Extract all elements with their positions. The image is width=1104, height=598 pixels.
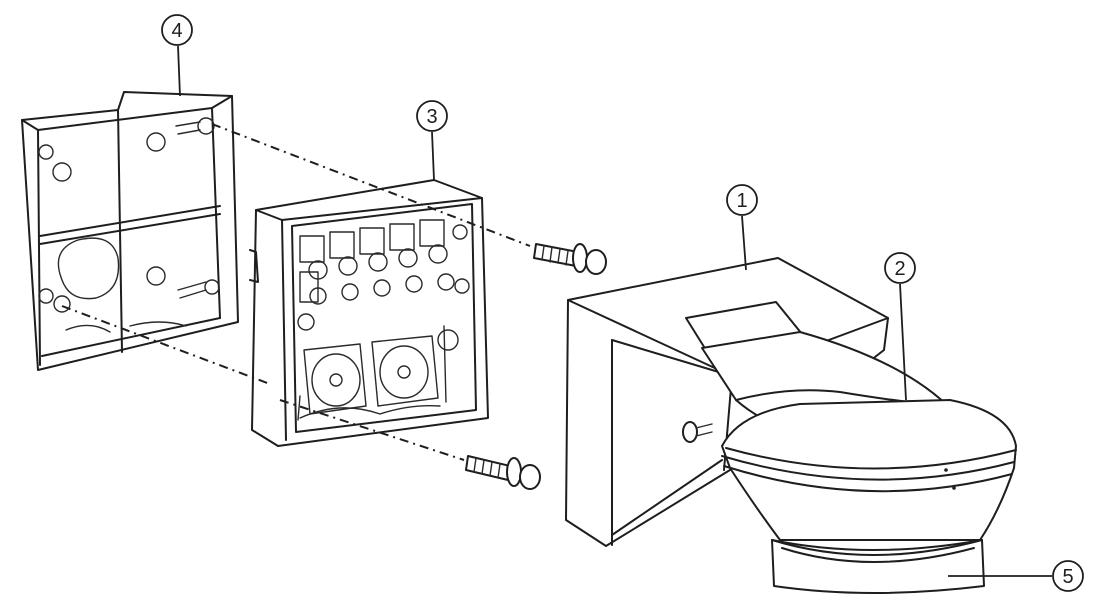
screw-lower [465, 455, 541, 490]
callout-label: 2 [894, 258, 905, 280]
sensor-head-body [721, 399, 1017, 541]
leader-lines [177, 45, 1052, 577]
callout-label: 5 [1062, 566, 1073, 588]
callout-4: 4 [161, 14, 193, 46]
assembly-dashed-lines [61, 123, 531, 461]
screw-upper [533, 243, 607, 275]
callout-3: 3 [416, 100, 448, 132]
callout-1: 1 [726, 184, 758, 216]
callout-label: 3 [426, 106, 437, 128]
callout-5: 5 [1052, 560, 1084, 592]
callout-label: 4 [171, 20, 182, 42]
callout-label: 1 [736, 190, 747, 212]
callout-2: 2 [884, 252, 916, 284]
part-4-corner-bracket [21, 91, 239, 371]
part-5-lens-ring [771, 539, 985, 594]
part-3-terminal-plate [249, 179, 489, 447]
